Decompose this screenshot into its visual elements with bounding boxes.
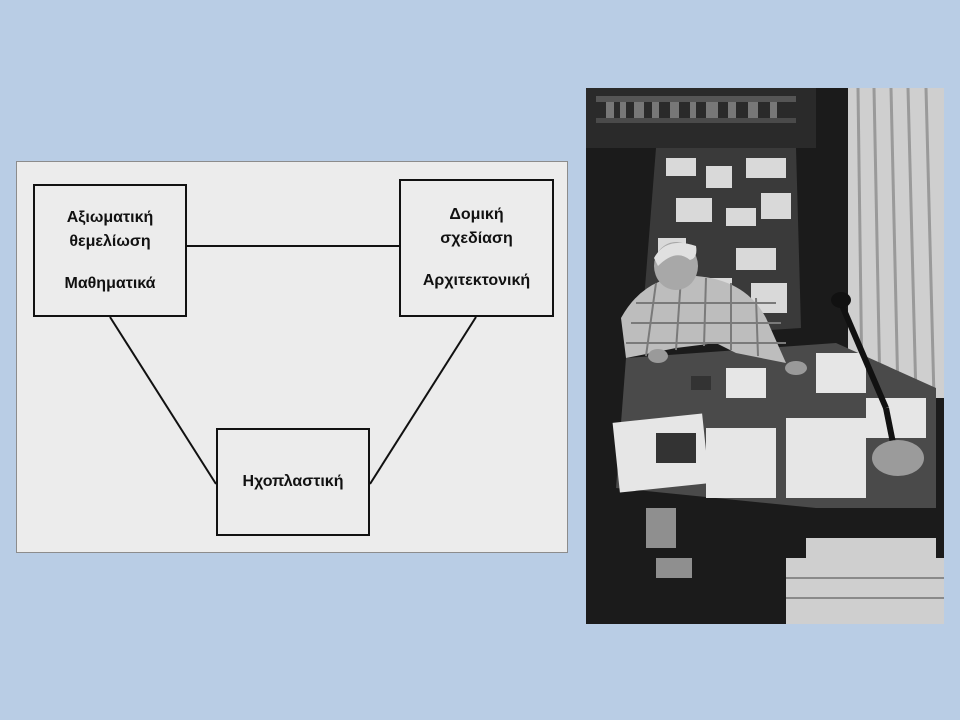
node-architecture-line1: Δομική (449, 206, 504, 223)
edge-top-right-to-bottom (369, 316, 477, 485)
node-architecture-line2: σχεδίαση (440, 230, 513, 247)
edge-top-left-to-bottom (109, 316, 217, 485)
node-architecture: Δομική σχεδίαση Αρχιτεκτονική (399, 179, 554, 317)
node-mathematics-line1: Αξιωματική (66, 208, 154, 226)
node-sound-sculpture: Ηχοπλαστική (216, 428, 370, 536)
node-mathematics: Αξιωματική θεμελίωση Μαθηματικά (33, 184, 187, 317)
node-mathematics-line2: θεμελίωση (69, 232, 151, 250)
photo-man-at-desk (586, 88, 944, 624)
connector-lines (109, 245, 477, 485)
node-sound-sculpture-label: Ηχοπλαστική (242, 473, 344, 490)
photo-illustration (586, 88, 944, 624)
node-mathematics-line3: Μαθηματικά (64, 274, 156, 292)
diagram-panel: Αξιωματική θεμελίωση Μαθηματικά Δομική σ… (16, 161, 568, 553)
node-architecture-line3: Αρχιτεκτονική (422, 272, 531, 289)
